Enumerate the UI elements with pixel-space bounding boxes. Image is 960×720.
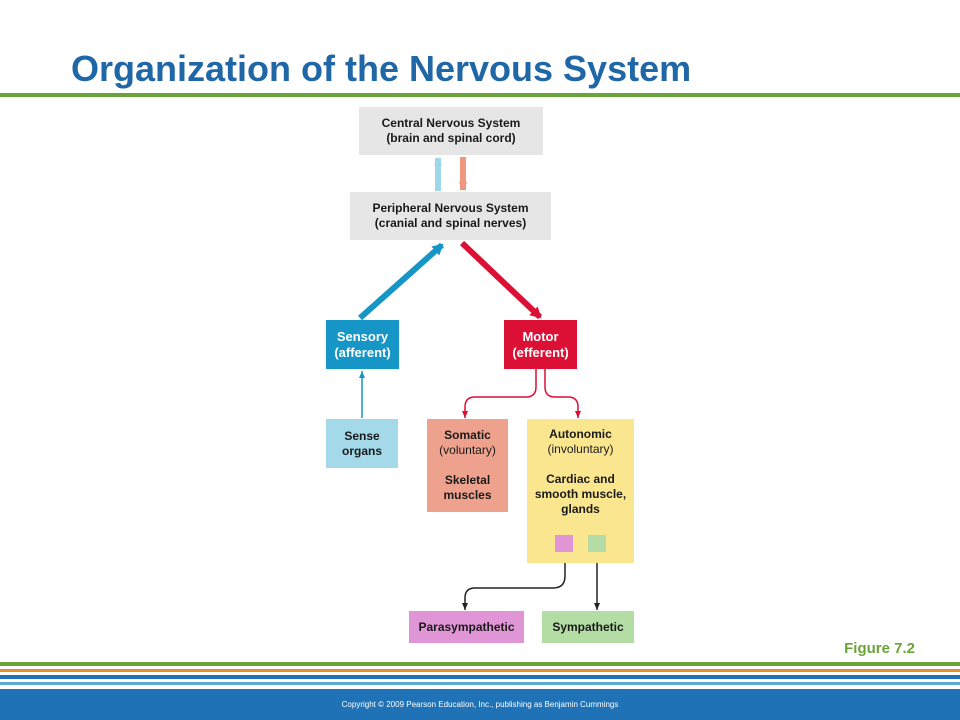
somatic-effector-line2: muscles	[443, 488, 492, 502]
motor-box: Motor (efferent)	[504, 320, 577, 369]
copyright-text: Copyright © 2009 Pearson Education, Inc.…	[341, 700, 619, 709]
motor-title: Motor	[522, 328, 559, 344]
arrow-motor-to-autonomic	[544, 369, 581, 418]
motor-subtitle: (efferent)	[512, 344, 569, 360]
footer-stripe-orange	[0, 669, 960, 672]
autonomic-effector-line2: smooth muscle,	[534, 487, 627, 501]
sympathetic-label: Sympathetic	[552, 619, 624, 634]
footer-stripe-green	[0, 662, 960, 666]
pns-title: Peripheral Nervous System	[372, 201, 529, 215]
somatic-title: Somatic	[444, 428, 491, 442]
sense-organs-line1: Sense	[344, 428, 380, 443]
arrow-sensory-to-pns	[358, 242, 444, 321]
sense-organs-line2: organs	[341, 443, 382, 458]
cns-box: Central Nervous System (brain and spinal…	[359, 107, 543, 155]
footer-stripe-blue	[0, 675, 960, 679]
slide-title: Organization of the Nervous System	[71, 48, 692, 89]
pns-box: Peripheral Nervous System (cranial and s…	[350, 192, 551, 240]
sympathetic-swatch	[588, 535, 606, 552]
autonomic-box: Autonomic (involuntary) Cardiac and smoo…	[527, 419, 634, 563]
parasympathetic-box: Parasympathetic	[409, 611, 524, 643]
arrow-pns-to-motor	[459, 240, 543, 320]
footer-stripe-lightblue	[0, 682, 960, 685]
autonomic-effector-line1: Cardiac and	[546, 472, 615, 486]
title-underline	[0, 93, 960, 97]
autonomic-subtitle: (involuntary)	[547, 442, 614, 456]
sense-organs-box: Sense organs	[326, 419, 398, 468]
sensory-subtitle: (afferent)	[334, 344, 391, 360]
figure-label: Figure 7.2	[844, 640, 915, 657]
somatic-box: Somatic (voluntary) Skeletal muscles	[427, 419, 508, 512]
parasympathetic-swatch	[555, 535, 573, 552]
sensory-box: Sensory (afferent)	[326, 320, 399, 369]
sensory-title: Sensory	[336, 328, 389, 344]
pns-subtitle: (cranial and spinal nerves)	[374, 216, 527, 230]
footer-bar: Copyright © 2009 Pearson Education, Inc.…	[0, 689, 960, 720]
autonomic-title: Autonomic	[549, 427, 612, 441]
cns-title: Central Nervous System	[381, 116, 521, 130]
autonomic-effector-line3: glands	[561, 502, 600, 516]
parasympathetic-label: Parasympathetic	[418, 619, 515, 634]
arrow-motor-to-somatic	[462, 369, 537, 418]
cns-subtitle: (brain and spinal cord)	[386, 131, 516, 145]
somatic-effector-line1: Skeletal	[444, 473, 491, 487]
sympathetic-box: Sympathetic	[542, 611, 634, 643]
arrow-to-parasympathetic	[462, 553, 566, 610]
somatic-subtitle: (voluntary)	[439, 443, 496, 457]
